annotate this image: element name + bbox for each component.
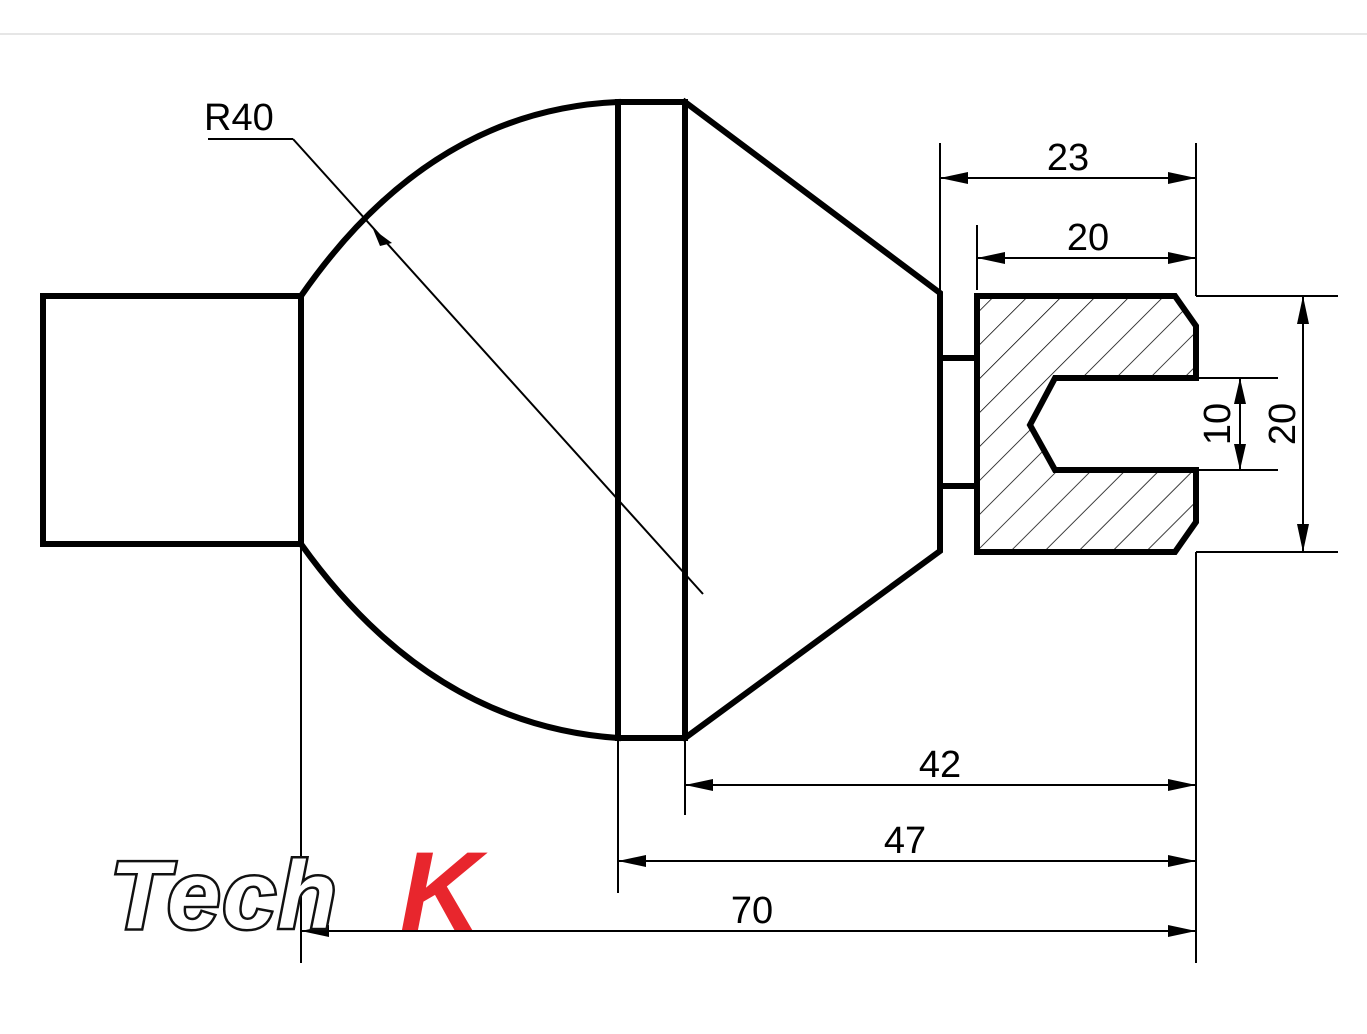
collar-band bbox=[615, 99, 688, 741]
section-head bbox=[974, 293, 1199, 555]
dimension-10-vertical: 10 bbox=[1197, 378, 1246, 470]
dimension-42: 42 bbox=[685, 744, 1196, 791]
svg-text:20: 20 bbox=[1262, 403, 1304, 445]
svg-text:20: 20 bbox=[1067, 217, 1109, 259]
radius-label: R40 bbox=[204, 97, 274, 139]
cone-outline bbox=[680, 97, 943, 743]
part-outline bbox=[40, 97, 1199, 743]
logo-text-tech: Tech bbox=[110, 842, 339, 949]
logo-text-k: K bbox=[400, 829, 488, 954]
svg-text:10: 10 bbox=[1197, 403, 1239, 445]
dimension-20-horizontal: 20 bbox=[977, 217, 1196, 264]
svg-text:70: 70 bbox=[731, 890, 773, 932]
dimension-70: 70 bbox=[301, 890, 1196, 937]
techk-logo: Tech K bbox=[108, 829, 489, 954]
dimension-20-vertical: 20 bbox=[1262, 296, 1309, 552]
svg-text:23: 23 bbox=[1047, 137, 1089, 179]
svg-text:42: 42 bbox=[919, 744, 961, 786]
svg-text:47: 47 bbox=[884, 820, 926, 862]
extension-lines bbox=[300, 143, 1338, 963]
dimension-47: 47 bbox=[618, 820, 1196, 867]
dimension-23: 23 bbox=[940, 137, 1196, 184]
sphere-upper-arc bbox=[296, 98, 622, 301]
left-cylinder bbox=[40, 293, 304, 547]
sphere-lower-arc bbox=[296, 539, 622, 742]
radius-leader: R40 bbox=[204, 97, 704, 595]
